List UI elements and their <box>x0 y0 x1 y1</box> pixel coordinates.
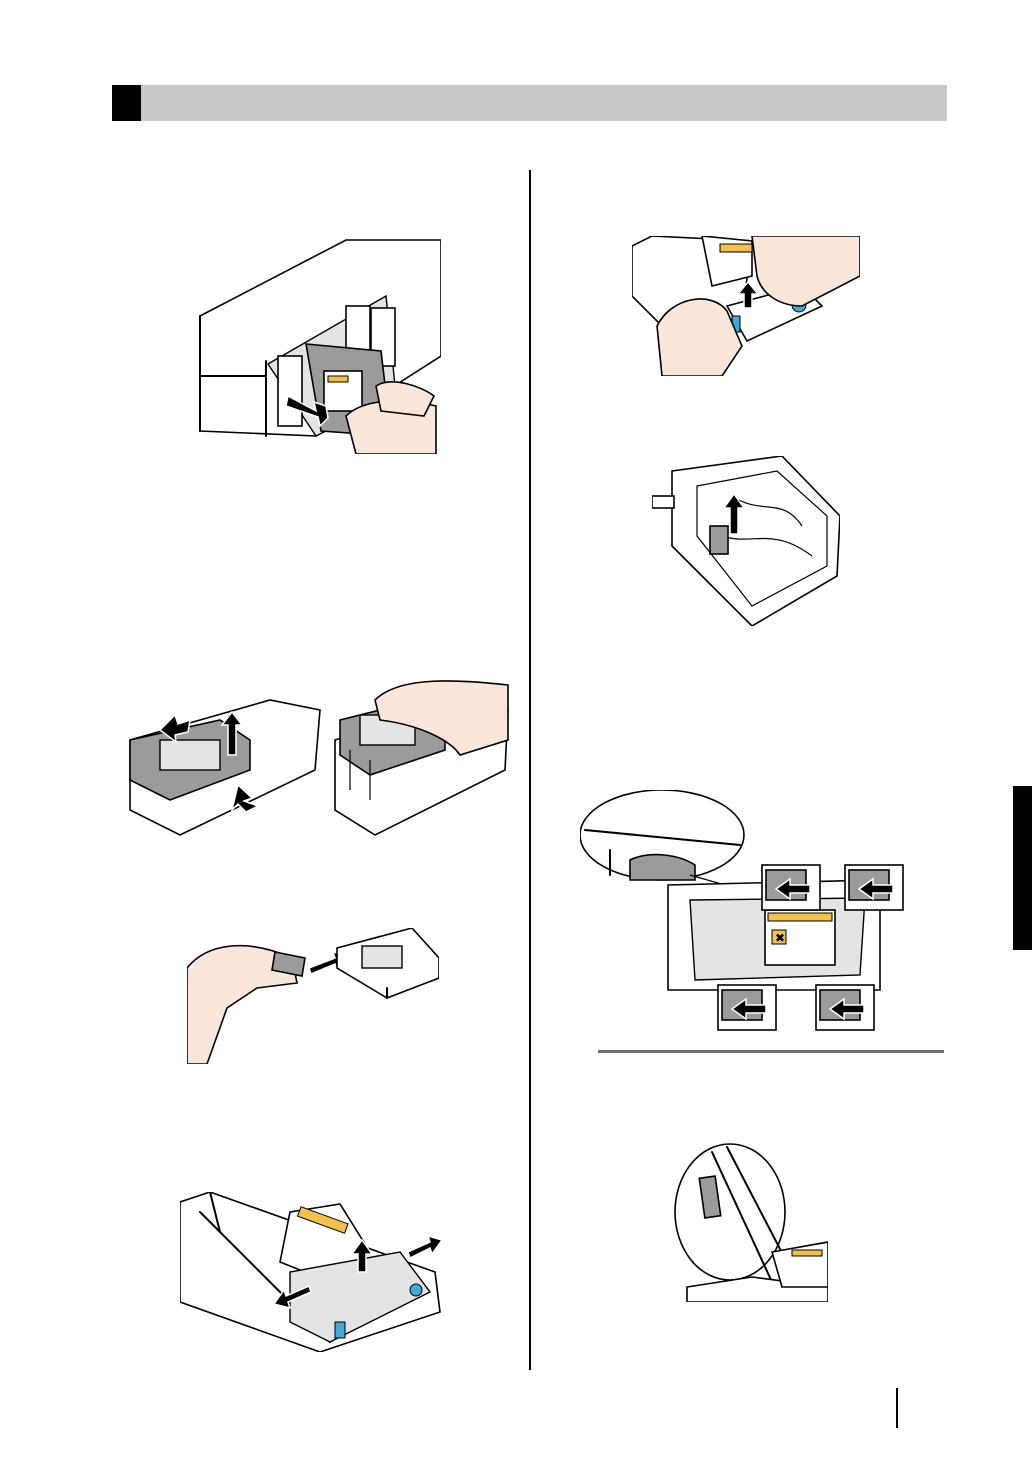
figure-peel-label <box>632 236 860 376</box>
figure-remove-ink-pack <box>196 236 441 454</box>
figure-remove-clip <box>187 928 439 1064</box>
figure-hooks-detail: ✖ <box>580 790 910 1034</box>
ink-cartridge-removal-illustration <box>196 236 441 454</box>
svg-text:✖: ✖ <box>775 931 785 945</box>
column-divider <box>529 170 531 1370</box>
label-peel-illustration <box>632 236 860 376</box>
chapter-tab <box>1013 786 1032 950</box>
section-header-marker <box>112 85 141 121</box>
tab-detail-illustration <box>672 1142 828 1302</box>
figure-lift-bag <box>652 456 840 626</box>
figure-tab-detail <box>672 1142 828 1302</box>
figure-lift-tray-cover <box>120 680 510 840</box>
hook-engagement-illustration: ✖ <box>580 790 910 1034</box>
ink-tray-illustration <box>180 1192 442 1352</box>
tray-cover-illustration <box>120 680 510 840</box>
clip-removal-illustration <box>187 928 439 1064</box>
ink-bag-illustration <box>652 456 840 626</box>
page-number-rule <box>896 1388 898 1428</box>
section-header-bar <box>112 85 947 121</box>
note-rule <box>598 1050 944 1053</box>
figure-tray-with-pack <box>180 1192 442 1352</box>
